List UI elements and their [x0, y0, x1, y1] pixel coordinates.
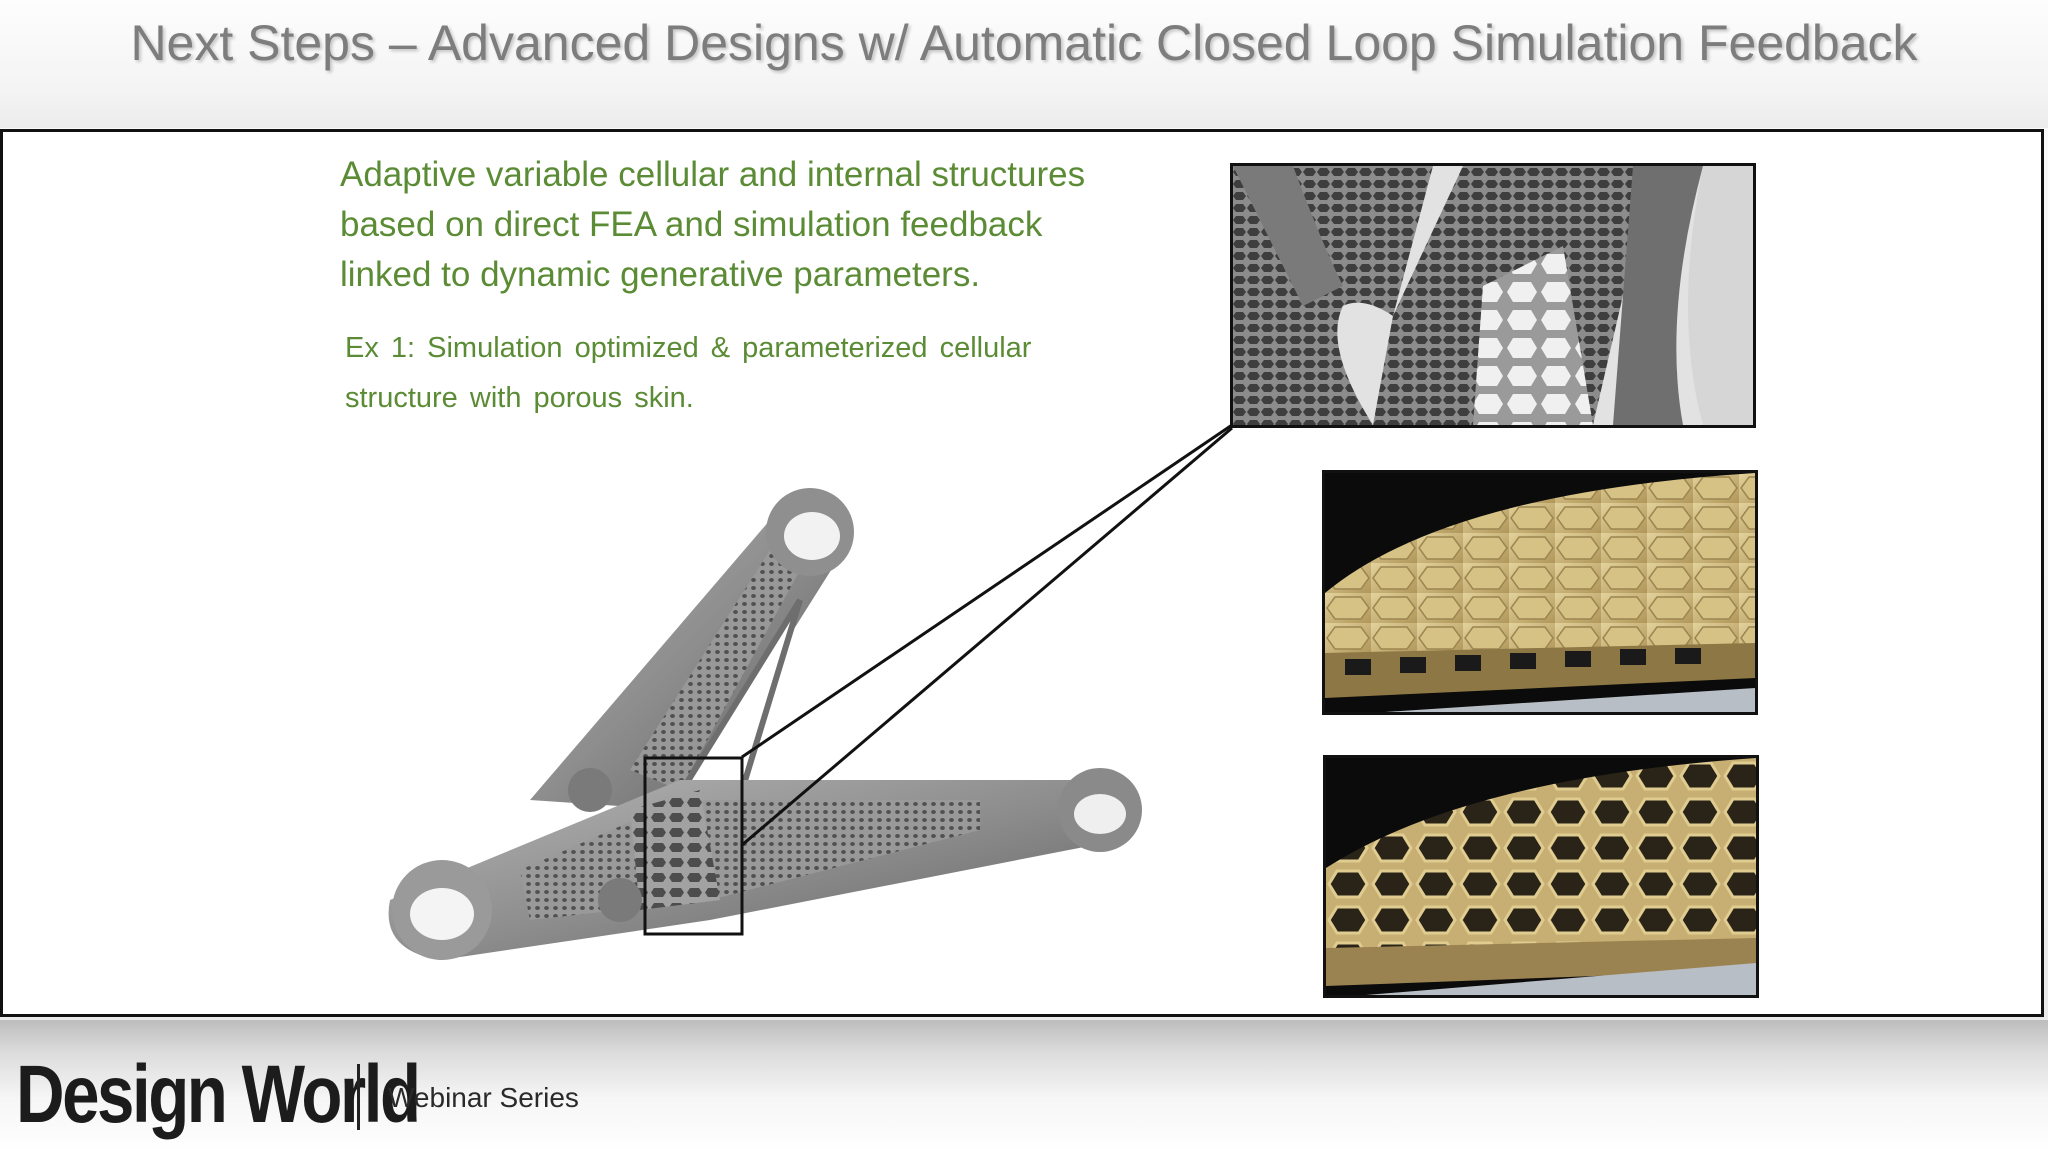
lead-line: linked to dynamic generative parameters.	[340, 255, 981, 294]
footer-band	[0, 1020, 2048, 1152]
lattice-closeup-image	[1230, 163, 1756, 428]
logo-divider	[357, 1064, 360, 1130]
porous-skin-closeup-image	[1322, 470, 1758, 715]
bracket-render-image	[388, 488, 1142, 960]
title-band	[0, 0, 2048, 128]
example-line: structure with porous skin.	[345, 382, 694, 414]
cellular-structure-closeup-image	[1323, 755, 1759, 998]
webinar-series-label: Webinar Series	[388, 1082, 579, 1113]
lead-text: Adaptive variable cellular and internal …	[340, 150, 1160, 300]
example-text: Ex 1: Simulation optimized & parameteriz…	[345, 323, 1145, 423]
example-line: Ex 1: Simulation optimized & parameteriz…	[345, 332, 1032, 364]
lead-line: based on direct FEA and simulation feedb…	[340, 205, 1043, 244]
slide-title: Next Steps – Advanced Designs w/ Automat…	[130, 15, 1918, 71]
design-world-logo: Design World	[16, 1049, 421, 1140]
lead-line: Adaptive variable cellular and internal …	[340, 155, 1086, 194]
